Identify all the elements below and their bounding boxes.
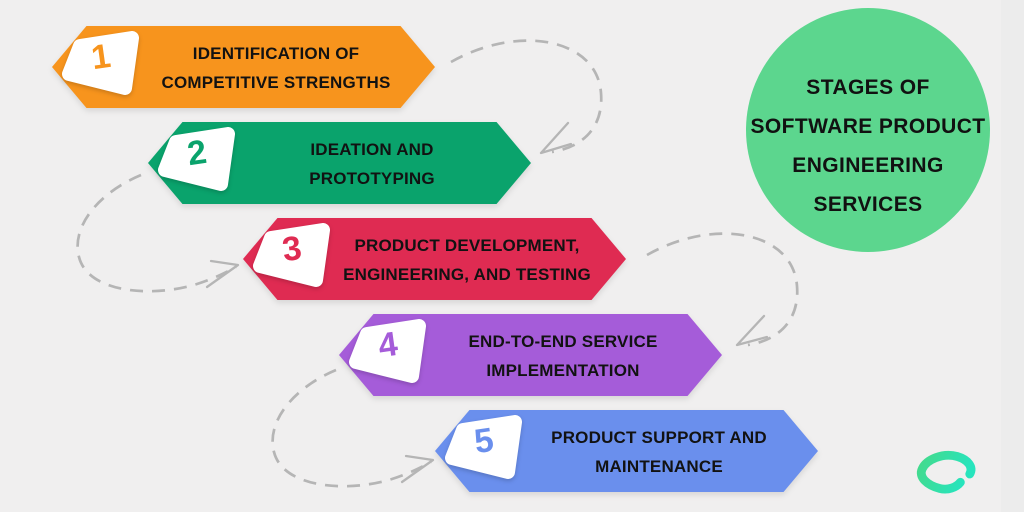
title-line: ENGINEERING <box>792 154 944 177</box>
stage-number-tag-5 <box>445 415 522 479</box>
stage-label-line: ENGINEERING, AND TESTING <box>343 265 591 284</box>
curved-arrow-3-4 <box>646 232 799 347</box>
stage-label-line: MAINTENANCE <box>595 457 723 476</box>
stage-label-line: IDENTIFICATION OF <box>192 44 360 63</box>
stage-label-line: IDEATION AND <box>310 140 434 159</box>
title-circle: STAGES OF SOFTWARE PRODUCT ENGINEERING S… <box>746 8 990 252</box>
arrowhead-4-5 <box>400 454 435 484</box>
infographic-title: STAGES OF SOFTWARE PRODUCT ENGINEERING S… <box>750 68 985 224</box>
curved-arrow-1-2 <box>450 39 603 154</box>
stage-number-3: 3 <box>279 228 304 270</box>
stage-number-2: 2 <box>184 132 209 174</box>
stage-number-tag-4 <box>349 319 426 383</box>
stage-number-1: 1 <box>88 36 113 78</box>
stage-number-5: 5 <box>471 420 496 462</box>
stage-banner-1: 1 IDENTIFICATION OF COMPETITIVE STRENGTH… <box>52 26 435 108</box>
stage-banner-2: 2 IDEATION AND PROTOTYPING <box>148 122 531 204</box>
title-line: SOFTWARE PRODUCT <box>750 115 986 138</box>
stage-banner-5: 5 PRODUCT SUPPORT AND MAINTENANCE <box>435 410 818 492</box>
stage-banner-3: 3 PRODUCT DEVELOPMENT, ENGINEERING, AND … <box>243 218 626 300</box>
title-line: STAGES OF <box>806 76 930 99</box>
open-loop-logo-icon <box>916 450 976 494</box>
arrowhead-1-2 <box>539 121 573 155</box>
stage-label-line: PRODUCT DEVELOPMENT, <box>354 236 580 255</box>
stage-banner-4: 4 END-TO-END SERVICE IMPLEMENTATION <box>339 314 722 396</box>
stage-label-line: PROTOTYPING <box>309 169 435 188</box>
stage-label-line: END-TO-END SERVICE <box>468 332 658 351</box>
stage-number-tag-3 <box>253 223 330 287</box>
stage-number-4: 4 <box>375 324 400 366</box>
stage-label-line: COMPETITIVE STRENGTHS <box>161 73 391 92</box>
background-edge-strip <box>1001 0 1024 512</box>
title-line: SERVICES <box>813 193 923 216</box>
stage-number-tag-2 <box>158 127 235 191</box>
stage-number-tag-1 <box>62 31 139 95</box>
stage-label-line: PRODUCT SUPPORT AND <box>551 428 767 447</box>
stage-label-line: IMPLEMENTATION <box>486 361 640 380</box>
arrowhead-2-3 <box>205 259 240 289</box>
arrowhead-3-4 <box>735 314 769 347</box>
